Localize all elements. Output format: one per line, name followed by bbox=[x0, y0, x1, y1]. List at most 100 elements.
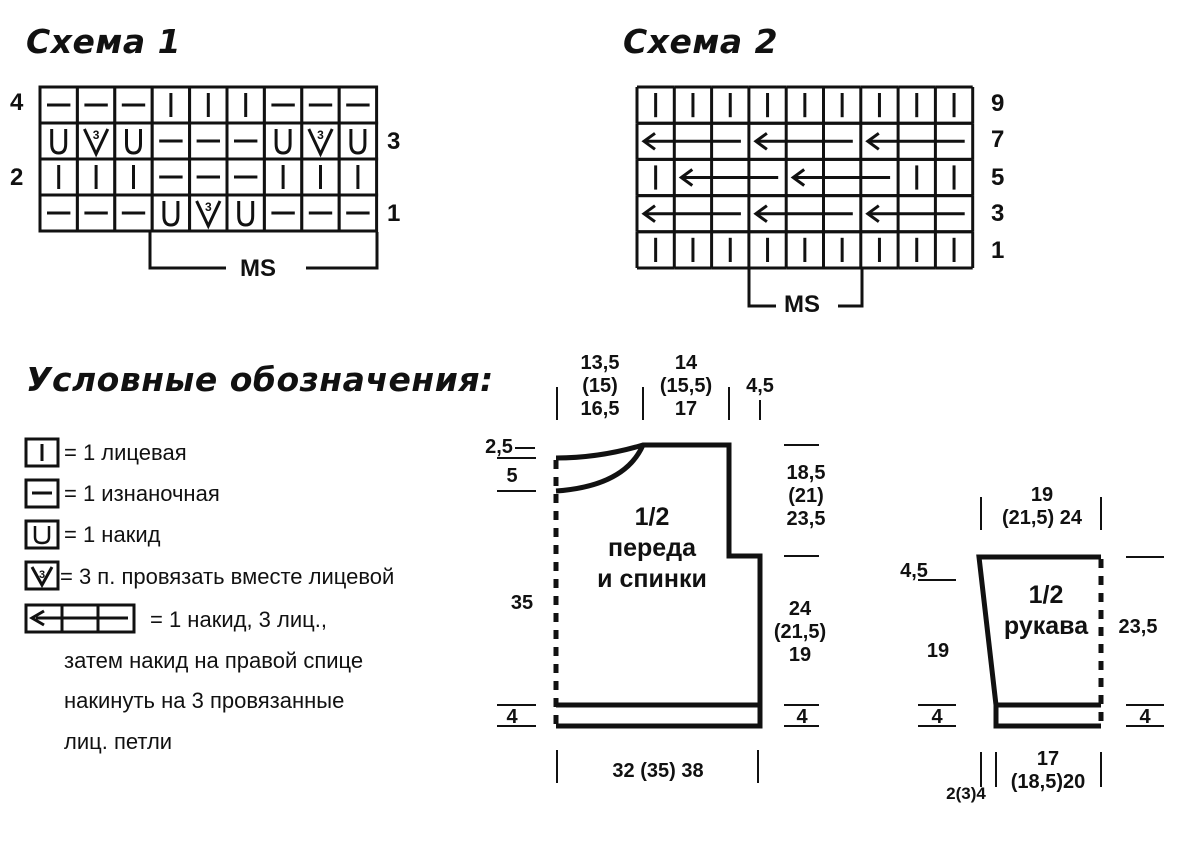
legend-title: Условные обозначения: bbox=[26, 360, 494, 399]
arrow-group-icon bbox=[24, 603, 136, 634]
body-side-height-b: (21,5) bbox=[773, 621, 827, 643]
legend-continuation-1: затем накид на правой спице bbox=[64, 648, 364, 673]
arrow-symbol bbox=[753, 132, 853, 151]
sleeve-piece-label-1: 1/2 bbox=[1028, 581, 1064, 609]
body-top-dim-2: 14 (15,5) 17 bbox=[646, 352, 726, 421]
scheme2-cells bbox=[635, 85, 975, 270]
body-total-height: 35 bbox=[510, 592, 534, 614]
sleeve-piece-label: 1/2 рукава bbox=[994, 580, 1098, 642]
arrow-symbol bbox=[790, 168, 891, 187]
body-side-height: 24 (21,5) 19 bbox=[766, 598, 834, 667]
yarn-over-symbol bbox=[349, 129, 367, 155]
chart-cell bbox=[300, 121, 341, 161]
legend-item-arrow-group: = 1 накид, 3 лиц., bbox=[150, 607, 327, 632]
sleeve-bottom-width-a: 17 bbox=[1036, 748, 1060, 770]
body-piece-label-1: 1/2 bbox=[634, 503, 670, 531]
legend-continuation-2: накинуть на 3 провязанные bbox=[64, 688, 345, 713]
scheme2-row-number-3: 3 bbox=[991, 200, 1005, 227]
scheme1-row-number-1: 1 bbox=[387, 200, 401, 227]
purl-stitch-icon bbox=[24, 478, 60, 509]
scheme2-row-number-9: 9 bbox=[991, 90, 1005, 117]
body-piece-label: 1/2 переда и спинки bbox=[572, 502, 732, 595]
k3tog-icon: 3 bbox=[24, 560, 60, 591]
sleeve-bottom-width: 17 (18,5)20 bbox=[996, 748, 1100, 794]
svg-text:3: 3 bbox=[317, 128, 324, 142]
arrow-symbol bbox=[641, 204, 741, 223]
scheme2-row-number-7: 7 bbox=[991, 126, 1005, 153]
legend-item-knit: = 1 лицевая bbox=[64, 440, 187, 465]
legend-item-purl: = 1 изнаночная bbox=[64, 481, 220, 506]
scheme2-title: Схема 2 bbox=[623, 22, 779, 61]
body-armhole-height-a: 18,5 bbox=[786, 462, 826, 484]
body-armhole-height-b: (21) bbox=[788, 485, 824, 507]
body-width: 32 (35) 38 bbox=[612, 760, 704, 782]
body-armhole-height-c: 23,5 bbox=[786, 508, 826, 530]
sleeve-hem-left: 4 bbox=[931, 706, 943, 728]
k3tog-symbol: 3 bbox=[195, 200, 222, 230]
body-top-dim-2-c: 17 bbox=[674, 398, 698, 420]
arrow-symbol bbox=[641, 132, 741, 151]
body-top-dim-1-c: 16,5 bbox=[580, 398, 620, 420]
body-hem-right: 4 bbox=[796, 706, 808, 728]
scheme1-title: Схема 1 bbox=[26, 22, 182, 61]
body-armhole-height: 18,5 (21) 23,5 bbox=[778, 462, 834, 531]
knit-stitch-icon bbox=[24, 437, 60, 468]
yarn-over-symbol bbox=[50, 129, 68, 155]
legend-continuation-3: лиц. петли bbox=[64, 729, 173, 754]
body-top-dim-2-b: (15,5) bbox=[659, 375, 713, 397]
arrow-symbol bbox=[678, 168, 779, 187]
sleeve-right-height: 23,5 bbox=[1118, 616, 1158, 638]
arrow-symbol bbox=[753, 204, 853, 223]
body-top-dim-1-b: (15) bbox=[582, 375, 618, 397]
sleeve-left-height: 19 bbox=[926, 640, 950, 662]
k3tog-symbol: 3 bbox=[307, 128, 334, 158]
sleeve-top-width: 19 (21,5) 24 bbox=[988, 484, 1096, 530]
sleeve-bottom-width-b: (18,5)20 bbox=[1010, 771, 1086, 793]
scheme2-ms-label: MS bbox=[784, 291, 820, 318]
svg-text:3: 3 bbox=[93, 128, 100, 142]
body-top-dim-3: 4,5 bbox=[746, 375, 774, 397]
body-side-height-a: 24 bbox=[788, 598, 812, 620]
scheme1-row-number-2: 2 bbox=[10, 164, 24, 191]
legend-item-k3tog: = 3 п. провязать вместе лицевой bbox=[60, 564, 395, 589]
k3tog-symbol: 3 bbox=[83, 128, 110, 158]
body-side-height-c: 19 bbox=[788, 644, 812, 666]
body-neck-depth-a: 2,5 bbox=[485, 436, 513, 458]
body-neck-depth-b: 5 bbox=[506, 465, 518, 487]
yarn-over-symbol bbox=[274, 129, 292, 155]
body-top-dim-1: 13,5 (15) 16,5 bbox=[570, 352, 630, 421]
body-hem-left: 4 bbox=[506, 706, 518, 728]
body-piece-label-2: переда bbox=[608, 534, 696, 562]
scheme1-ms-label: MS bbox=[240, 255, 276, 282]
body-piece-label-3: и спинки bbox=[597, 565, 707, 593]
yarn-over-symbol bbox=[237, 201, 255, 227]
scheme2-ms-bracket bbox=[747, 268, 864, 308]
scheme1-row-number-4: 4 bbox=[10, 89, 24, 116]
sleeve-bottom-offset: 2(3)4 bbox=[946, 784, 986, 803]
scheme1-row-number-3: 3 bbox=[387, 128, 401, 155]
arrow-symbol bbox=[865, 132, 965, 151]
scheme2-row-number-5: 5 bbox=[991, 164, 1005, 191]
sleeve-piece-label-2: рукава bbox=[1003, 612, 1089, 640]
svg-text:3: 3 bbox=[205, 200, 212, 214]
svg-text:3: 3 bbox=[39, 569, 45, 581]
sleeve-hem-right: 4 bbox=[1139, 706, 1151, 728]
scheme1-ms-bracket bbox=[148, 232, 379, 270]
yarn-over-symbol bbox=[162, 201, 180, 227]
scheme1-cells: 3 3 3 bbox=[38, 85, 379, 233]
scheme2-row-number-1: 1 bbox=[991, 237, 1005, 264]
legend-item-yarn-over: = 1 накид bbox=[64, 522, 161, 547]
sleeve-cap-offset: 4,5 bbox=[900, 560, 928, 582]
body-top-dim-2-a: 14 bbox=[674, 352, 698, 374]
arrow-symbol bbox=[865, 204, 965, 223]
body-top-dim-1-a: 13,5 bbox=[580, 352, 620, 374]
sleeve-top-width-a: 19 bbox=[1030, 484, 1054, 506]
yarn-over-icon bbox=[24, 519, 60, 550]
sleeve-top-width-b: (21,5) 24 bbox=[1001, 507, 1083, 529]
yarn-over-symbol bbox=[125, 129, 142, 155]
